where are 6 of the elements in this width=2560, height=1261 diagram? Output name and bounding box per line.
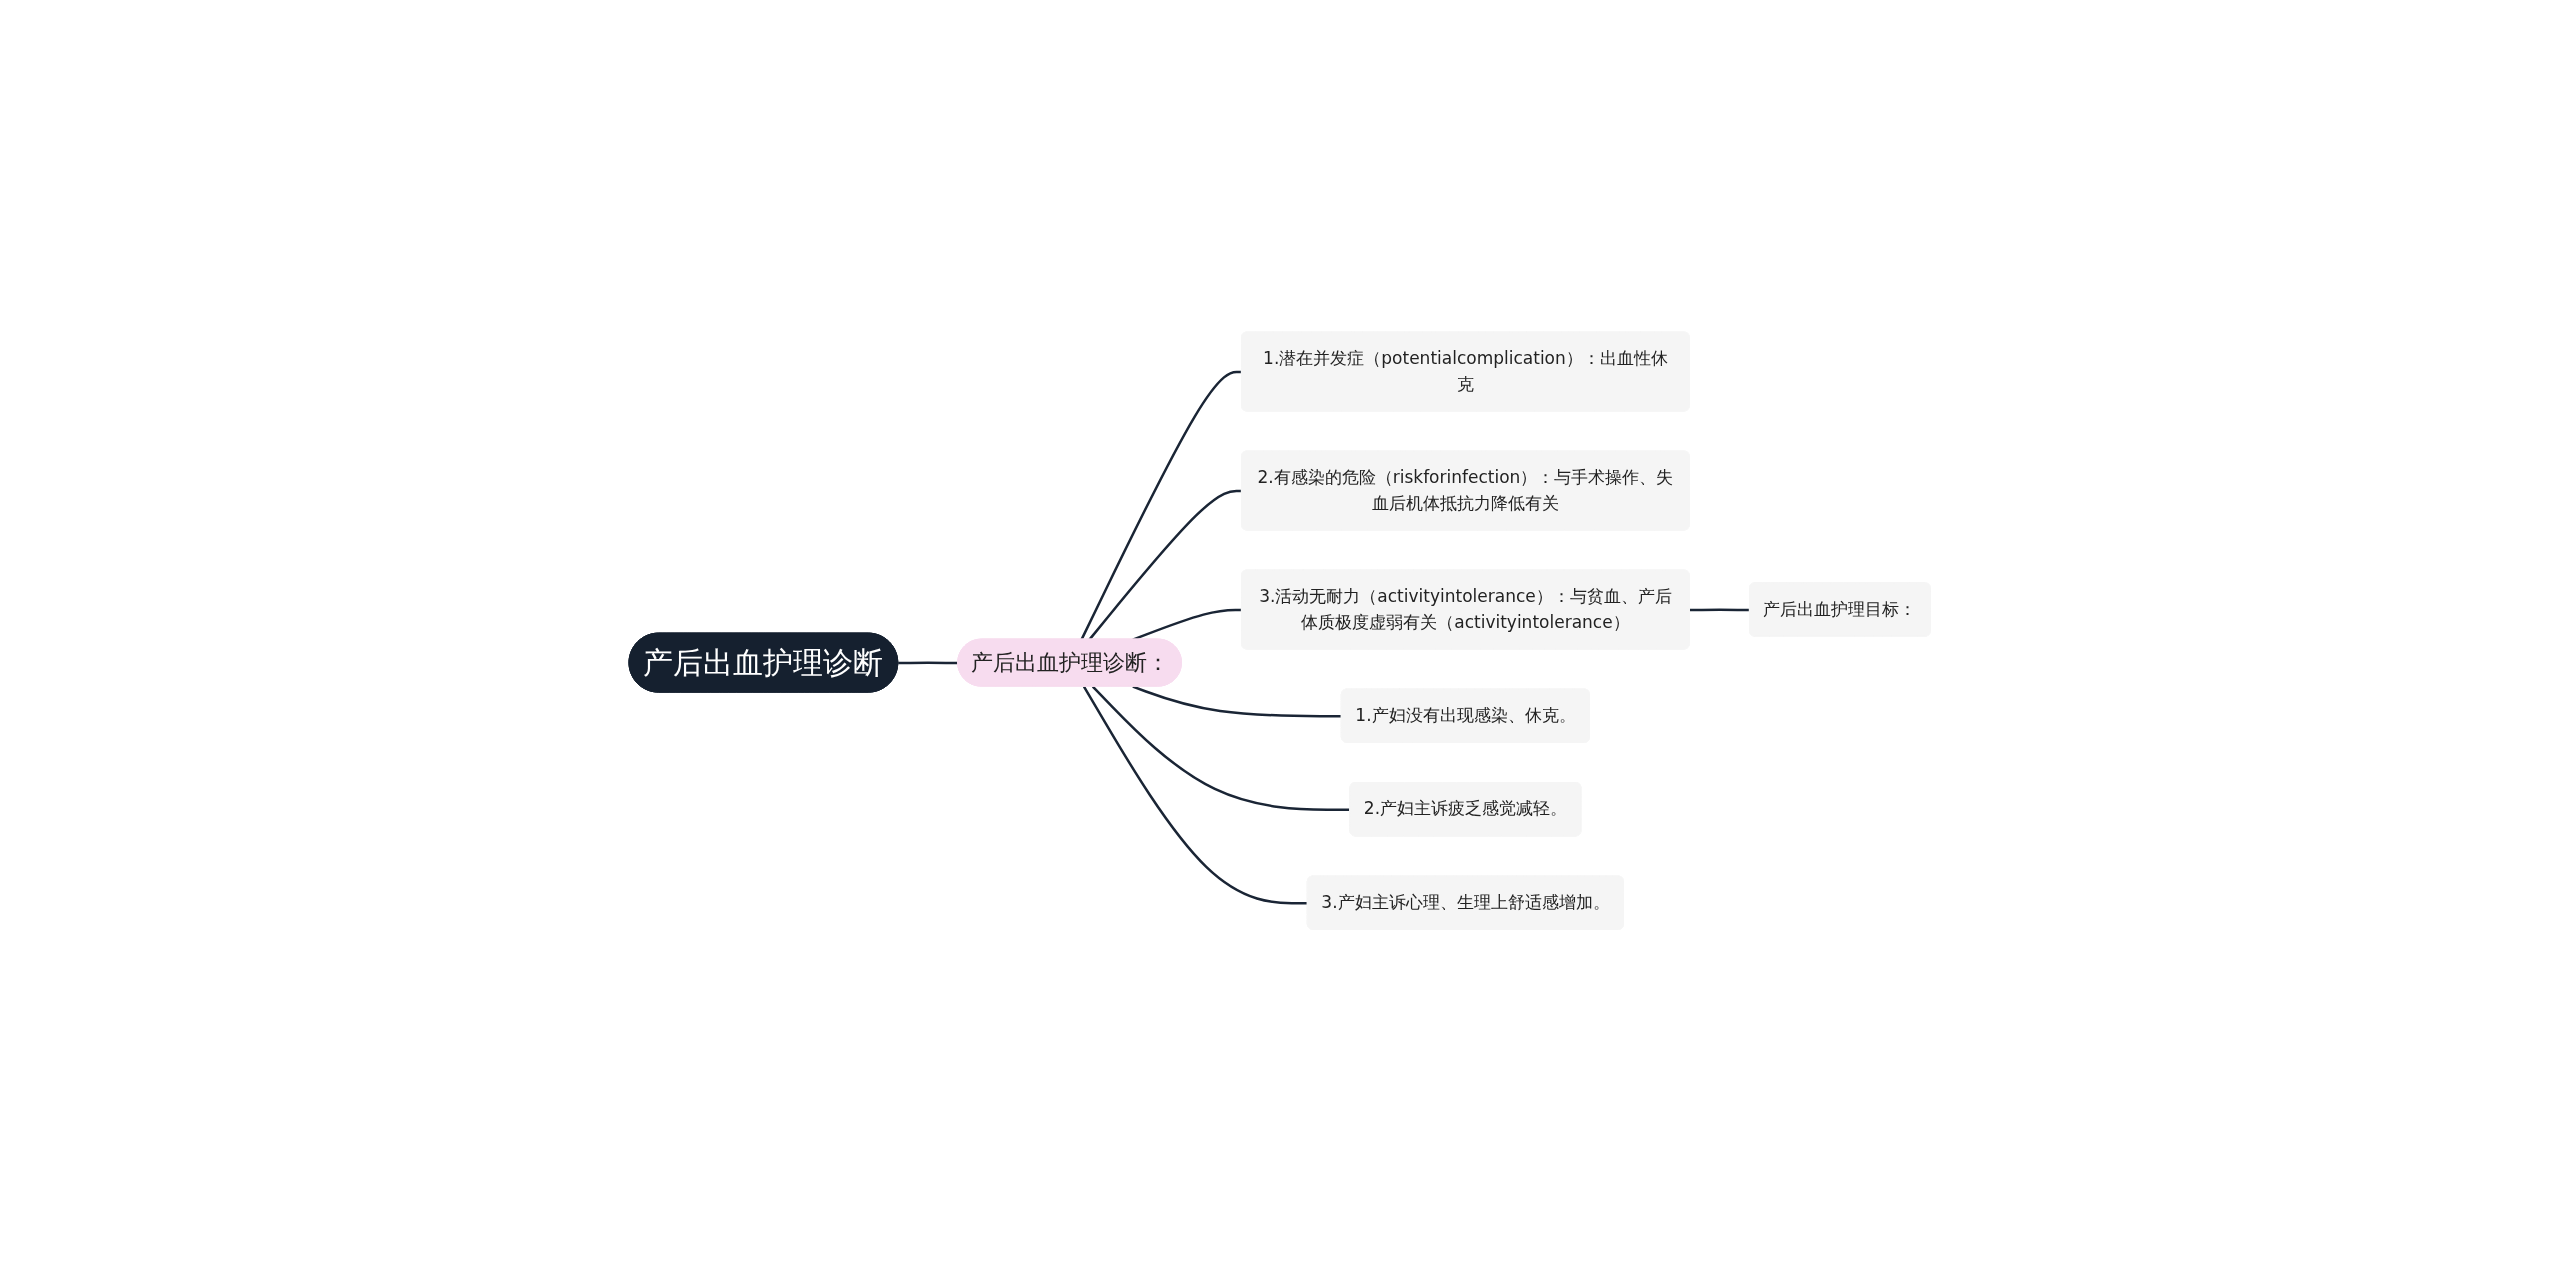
connector bbox=[898, 661, 959, 665]
connector bbox=[1690, 608, 1751, 611]
connector bbox=[1092, 685, 1351, 811]
connector bbox=[1132, 685, 1343, 718]
connector bbox=[1080, 370, 1243, 640]
connector bbox=[1083, 685, 1309, 905]
